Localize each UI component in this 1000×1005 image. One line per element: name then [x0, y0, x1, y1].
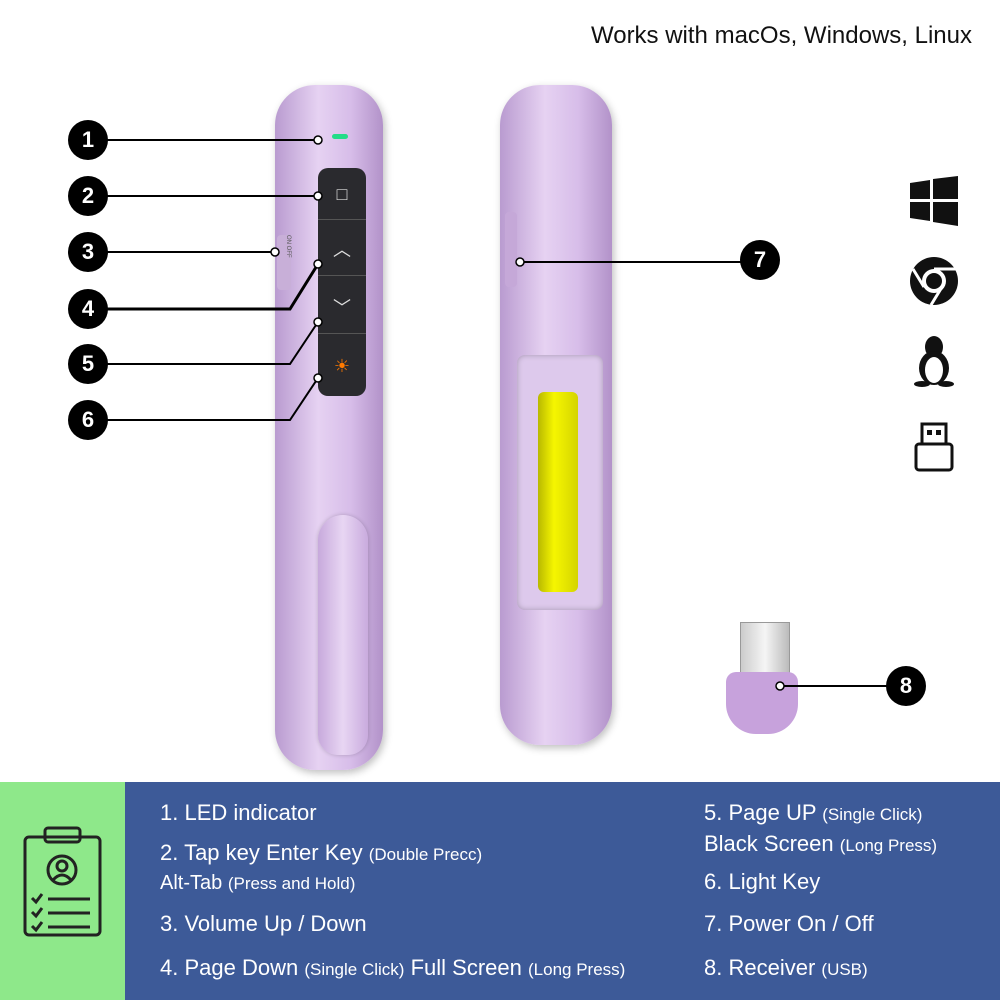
callout-7: 7	[740, 240, 780, 280]
callout-3: 3	[68, 232, 108, 272]
button-panel: □ ︿ ﹀ ☀	[318, 168, 366, 396]
callout-6: 6	[68, 400, 108, 440]
side-switch[interactable]	[505, 212, 517, 287]
feature-panel	[0, 782, 1000, 1000]
feature-3: 3. Volume Up / Down	[160, 911, 367, 936]
feature-6: 6. Light Key	[704, 869, 821, 894]
callout-5: 5	[68, 344, 108, 384]
usb-receiver-body	[726, 672, 798, 734]
callout-8: 8	[886, 666, 926, 706]
usb-receiver-icon	[914, 422, 954, 472]
linux-icon	[914, 336, 954, 387]
light-key[interactable]: ☀	[333, 356, 351, 376]
pen-clip	[318, 515, 368, 755]
power-switch[interactable]: ON OFF	[277, 235, 291, 290]
feature-2b: Alt-Tab (Press and Hold)	[160, 872, 356, 894]
icon-box	[0, 782, 125, 1000]
feature-4: 4. Page Down (Single Click) Full Screen …	[160, 955, 626, 980]
windows-icon	[910, 176, 958, 226]
callout-2: 2	[68, 176, 108, 216]
callout-1: 1	[68, 120, 108, 160]
page-up-key[interactable]: ︿	[318, 224, 366, 276]
feature-2: 2. Tap key Enter Key (Double Precc)	[160, 840, 483, 865]
feature-5b: Black Screen (Long Press)	[704, 831, 938, 856]
clipboard-profile-icon	[23, 826, 102, 937]
feature-5: 5. Page UP (Single Click)	[704, 800, 923, 825]
page-down-key[interactable]: ﹀	[318, 282, 366, 334]
usb-receiver-plug	[740, 622, 790, 677]
led-indicator	[332, 134, 348, 139]
compatibility-text: Works with macOs, Windows, Linux	[591, 22, 972, 49]
callout-lines	[88, 135, 906, 691]
battery	[538, 392, 578, 592]
feature-7: 7. Power On / Off	[704, 911, 874, 936]
feature-8: 8. Receiver (USB)	[704, 955, 868, 980]
tab-key[interactable]: □	[318, 168, 366, 220]
feature-1: 1. LED indicator	[160, 800, 317, 825]
chrome-icon	[910, 257, 958, 306]
callout-4: 4	[68, 289, 108, 329]
